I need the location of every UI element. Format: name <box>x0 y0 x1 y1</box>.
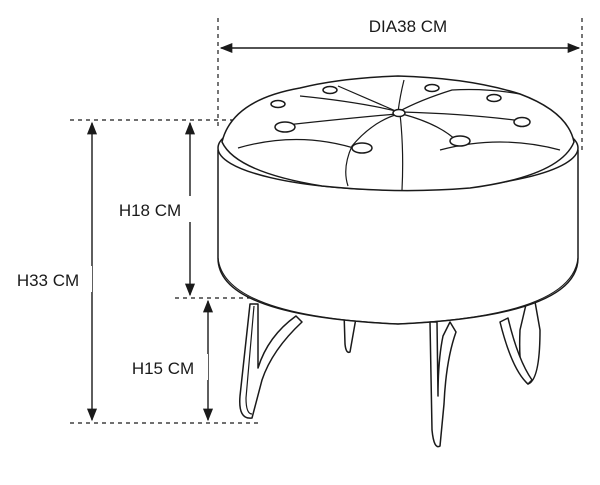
front-left-leg-wire <box>245 305 255 415</box>
tuft-button <box>513 116 531 128</box>
front-center-leg <box>429 321 457 448</box>
back-left-leg <box>343 311 357 354</box>
front-right-leg <box>499 317 533 385</box>
tufted-cushion <box>221 75 575 192</box>
tuft-button <box>486 93 502 103</box>
tuft-button <box>270 99 286 109</box>
leg-height-label-bg <box>124 354 208 380</box>
dimension-labels: DIA38 CM H33 CM H18 CM H15 CM <box>0 17 447 380</box>
seat-height-label: H18 CM <box>119 201 181 220</box>
total-height-label: H33 CM <box>17 271 79 290</box>
cushion-buttons <box>270 83 531 154</box>
reference-lines <box>70 18 583 424</box>
tuft-button <box>424 83 440 93</box>
front-left-leg <box>239 303 303 419</box>
body-bottom-edge <box>217 257 579 325</box>
center-tuft-button <box>392 108 406 118</box>
diameter-label: DIA38 CM <box>369 17 447 36</box>
seat-height-label-bg <box>110 196 194 222</box>
total-height-label-bg <box>0 266 92 292</box>
tuft-button <box>274 121 296 133</box>
tuft-button <box>322 85 338 95</box>
ottoman-illustration <box>217 75 579 448</box>
leg-height-label: H15 CM <box>132 359 194 378</box>
tuft-button <box>351 142 373 154</box>
tuft-button <box>449 135 471 147</box>
